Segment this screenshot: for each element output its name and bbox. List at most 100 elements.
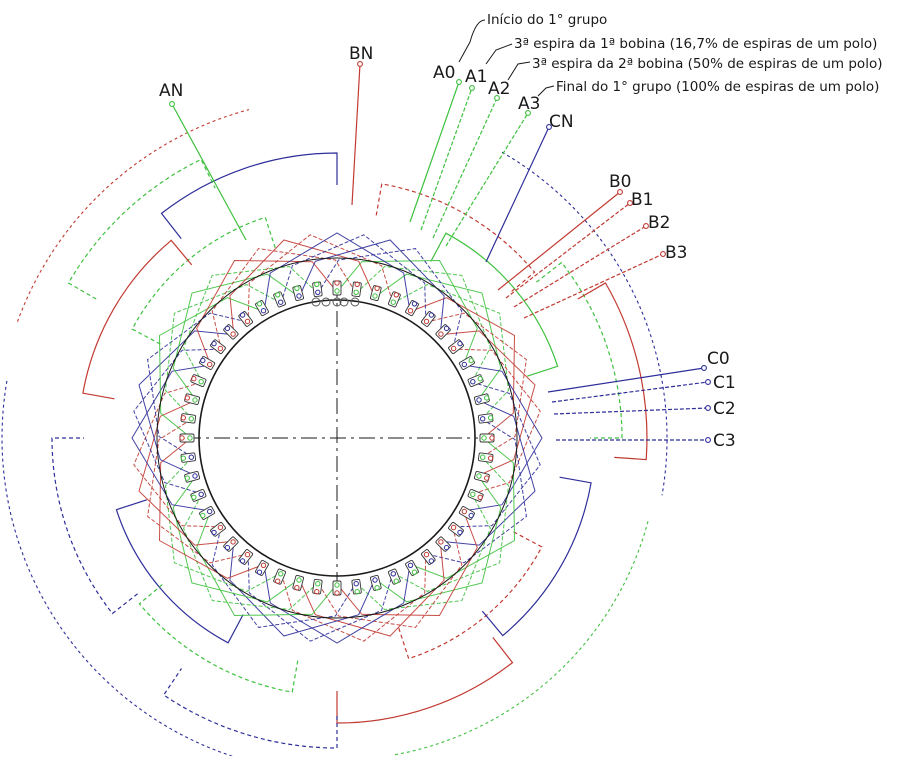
slot-conductor	[211, 340, 217, 347]
slot-conductor	[239, 558, 246, 564]
terminal-point	[546, 124, 552, 130]
coil-end-turn	[336, 510, 478, 617]
terminal-label-c1: C1	[713, 373, 736, 393]
slot-conductor	[477, 494, 483, 500]
stator-slot	[199, 506, 216, 520]
terminal-label-c2: C2	[713, 399, 736, 419]
slot-conductor	[461, 361, 467, 368]
slot-conductor	[484, 395, 490, 401]
slot-conductor	[489, 435, 495, 441]
slot-conductor	[278, 571, 284, 577]
key-hole	[332, 297, 342, 307]
slot-conductor	[296, 293, 302, 299]
slot-conductor	[294, 585, 300, 591]
terminal-label-a0: A0	[433, 63, 455, 83]
lead-a2	[432, 97, 498, 239]
terminal-label-a1: A1	[465, 67, 487, 87]
coil-end-turn	[298, 541, 445, 637]
coil-end-turn	[355, 493, 491, 611]
slot-conductor	[354, 589, 360, 595]
stator-slot	[223, 324, 239, 340]
slot-conductor	[217, 524, 224, 531]
group-connection-loop	[430, 232, 559, 377]
slot-conductor	[468, 357, 474, 364]
slot-conductor	[374, 585, 380, 591]
slot-conductor	[192, 473, 198, 479]
terminal-point	[469, 85, 475, 91]
terminal-point	[617, 189, 623, 195]
coil-end-turn	[409, 437, 516, 579]
slot-conductor	[294, 285, 300, 291]
terminal-label-a3: A3	[518, 94, 540, 114]
coil-end-turn	[392, 456, 510, 592]
lead-an	[171, 103, 247, 241]
terminal-leads	[169, 61, 711, 443]
slot-conductor	[390, 571, 396, 577]
slot-conductor	[450, 345, 457, 352]
slot-conductor	[198, 491, 204, 497]
terminal-label-c0: C0	[707, 349, 730, 369]
slot-conductor	[207, 361, 213, 368]
slot-conductor	[353, 581, 359, 587]
terminal-point	[357, 61, 363, 67]
terminal-point	[494, 95, 500, 101]
slot-conductor	[480, 416, 486, 422]
coil-end-turn	[164, 456, 282, 592]
annotation-leader	[458, 19, 486, 63]
slot-conductor	[488, 415, 494, 421]
slot-conductor	[198, 379, 204, 385]
slot-conductor	[393, 292, 399, 298]
coil-end-turn	[183, 493, 319, 611]
slot-conductor	[428, 312, 435, 318]
slot-conductor	[461, 508, 467, 515]
group-connection-loop	[138, 582, 299, 693]
stator-slot	[199, 356, 216, 370]
stator-slot	[435, 536, 451, 552]
lead-c1	[551, 381, 709, 403]
slot-conductor	[470, 491, 476, 497]
annotation-leader	[537, 85, 555, 97]
slot-conductor	[438, 539, 444, 545]
slot-conductor	[256, 301, 263, 307]
slot-conductor	[275, 578, 281, 584]
key-hole	[321, 297, 331, 307]
terminal-point	[701, 365, 707, 371]
coil-end-turn	[133, 348, 222, 495]
slot-conductor	[239, 312, 246, 318]
coil-end-turn	[374, 475, 502, 603]
stator-core	[156, 257, 518, 619]
group-connection-loop	[67, 158, 216, 300]
slot-conductor	[200, 512, 206, 519]
slot-conductor	[457, 340, 463, 347]
stator-slot	[255, 300, 269, 317]
terminal-point	[627, 200, 633, 206]
coil-end-turn	[229, 541, 376, 637]
coil-end-turn	[336, 259, 478, 366]
group-connection-loop	[536, 261, 623, 439]
annotation-turn-coil-1: 3ª espira da 1ª bobina (16,7% de espiras…	[514, 36, 877, 52]
annotation-leader	[507, 61, 531, 81]
group-connection-loop	[51, 437, 138, 615]
slot-conductor	[476, 397, 482, 403]
slot-conductor	[334, 288, 340, 294]
slot-conductor	[477, 376, 483, 382]
stator-slot	[255, 559, 269, 576]
terminal-label-b0: B0	[609, 172, 631, 192]
coil-end-turn	[263, 564, 411, 644]
slot-conductor	[230, 331, 236, 337]
coil-end-turn	[158, 297, 265, 439]
group-connection-loop	[481, 476, 592, 637]
annotation-end-group: Final do 1° grupo (100% de espiras de um…	[556, 79, 879, 95]
stator-slot	[458, 356, 475, 370]
slot-conductor	[260, 308, 267, 314]
slot-conductor	[457, 529, 463, 536]
slot-conductor	[407, 308, 414, 314]
stator-slot	[405, 559, 419, 576]
coil-end-turn	[164, 284, 282, 420]
slot-conductor	[184, 395, 191, 401]
group-connection-loop	[131, 216, 276, 345]
key-hole	[350, 297, 360, 307]
group-connection-loop	[82, 239, 193, 400]
coil-end-turn	[196, 510, 338, 617]
series-connector	[16, 109, 250, 322]
